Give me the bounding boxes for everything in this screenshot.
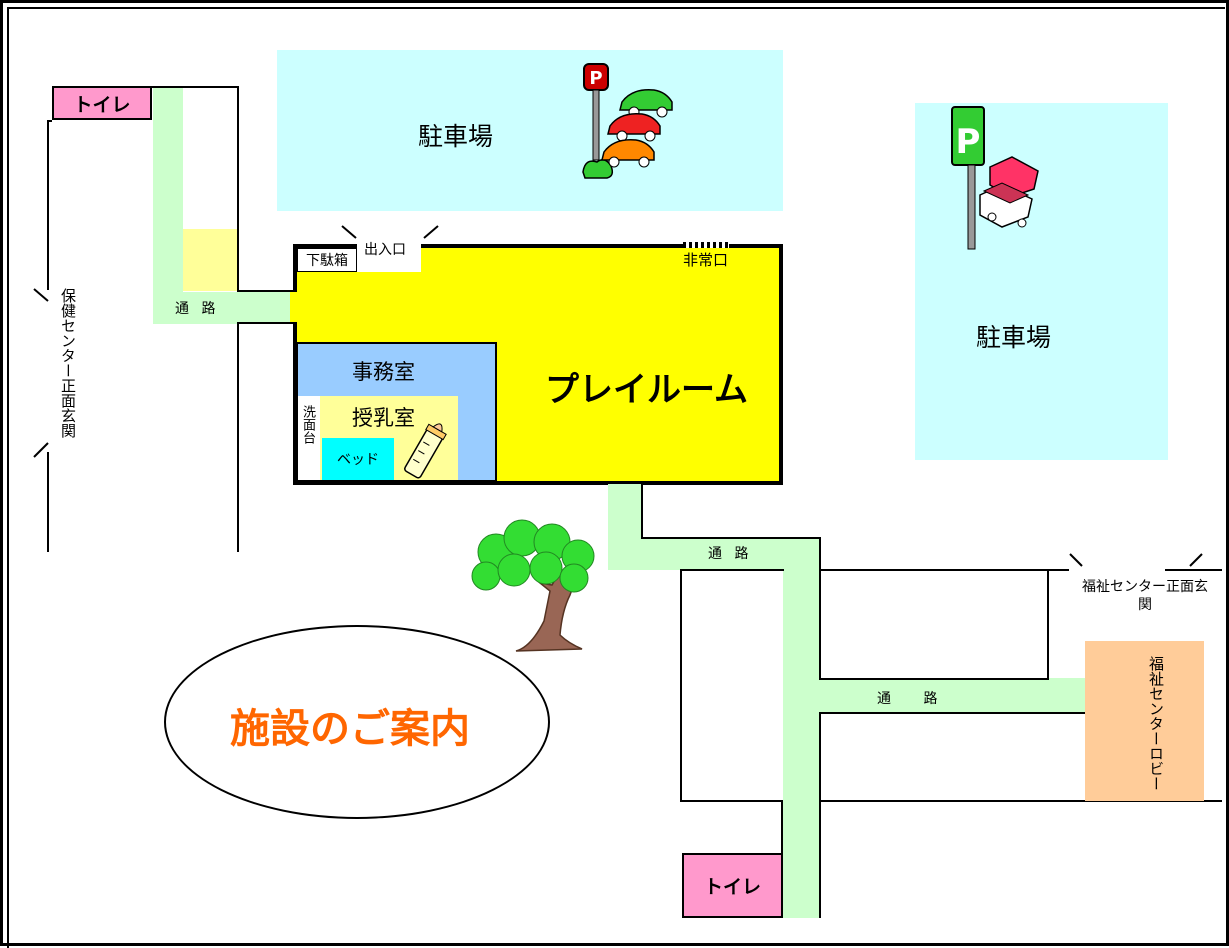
welfare-center-lobby <box>1085 641 1204 801</box>
wall <box>680 569 682 801</box>
entrance-door-marks <box>341 225 439 239</box>
corridor-yellow-section <box>183 229 238 291</box>
parking-top-label: 駐車場 <box>418 122 494 151</box>
emergency-exit-door <box>683 242 729 248</box>
washbasin <box>298 396 320 480</box>
playroom-label: プレイルーム <box>545 370 748 410</box>
toilet-top-left-label: トイレ <box>73 93 131 116</box>
passage-left-vertical <box>153 86 183 324</box>
entrance-opening <box>357 240 421 272</box>
bed: ベッド <box>322 438 394 480</box>
emergency-exit-label: 非常口 <box>683 251 729 269</box>
washbasin-label: 洗面台 <box>300 405 315 444</box>
wall <box>1165 569 1222 571</box>
office-label: 事務室 <box>352 360 415 384</box>
bed-label: ベッド <box>337 452 379 468</box>
page-title: 施設のご案内 <box>230 706 470 752</box>
wall <box>151 86 239 88</box>
title-ellipse <box>164 625 550 819</box>
toilet-bottom-label: トイレ <box>703 876 761 898</box>
health-center-entrance-label: 保健センター正面玄関 <box>59 288 77 438</box>
parking-sign-illustration: P <box>951 106 1039 250</box>
wall <box>47 120 49 290</box>
wall <box>47 120 52 122</box>
wall <box>237 322 239 552</box>
wall <box>237 322 295 324</box>
wall <box>47 452 49 552</box>
welfare-center-lobby-label: 福祉センターロビー <box>1147 656 1165 791</box>
toilet-top-left: トイレ <box>52 86 152 120</box>
wall <box>680 569 784 571</box>
welfare-center-entrance-label: 福祉センター正面玄関 <box>1080 578 1210 614</box>
tree-illustration <box>471 519 595 652</box>
map-frame-inner <box>7 7 1225 948</box>
wall <box>237 86 239 291</box>
wall <box>680 800 783 802</box>
wall <box>819 800 1222 802</box>
svg-text:P: P <box>589 68 602 89</box>
parking-cars-illustration: P <box>582 63 673 179</box>
parking-area-top <box>277 50 783 211</box>
wall <box>819 712 821 918</box>
wall <box>819 712 1085 714</box>
welfare-center-entrance-text: 福祉センター正面玄関 <box>1082 579 1208 613</box>
playroom-entry-gap <box>290 292 300 322</box>
wall <box>641 484 643 538</box>
wall <box>641 537 821 539</box>
toilet-bottom: トイレ <box>682 853 783 918</box>
passage-left-label: 通 路 <box>175 301 220 317</box>
nursing-room-label: 授乳室 <box>352 406 415 430</box>
passage-left-horizontal <box>153 292 296 324</box>
wall <box>237 290 295 292</box>
passage-lower-label: 通 路 <box>877 691 952 707</box>
shoe-box: 下駄箱 <box>297 248 357 272</box>
shoe-box-label: 下駄箱 <box>306 253 348 269</box>
door-marks-welfare <box>1069 553 1203 567</box>
passage-lower-horizontal <box>783 678 1085 712</box>
svg-text:P: P <box>956 122 981 162</box>
wall <box>819 678 1049 680</box>
door-marks-health <box>33 288 49 458</box>
wall <box>819 569 1069 571</box>
wall <box>1047 569 1049 679</box>
parking-right-label: 駐車場 <box>976 323 1052 352</box>
passage-center-vertical <box>783 538 819 918</box>
baby-bottle-icon <box>404 423 447 479</box>
entrance-label: 出入口 <box>364 242 406 258</box>
wall <box>819 537 821 680</box>
passage-middle-label: 通 路 <box>708 546 753 562</box>
